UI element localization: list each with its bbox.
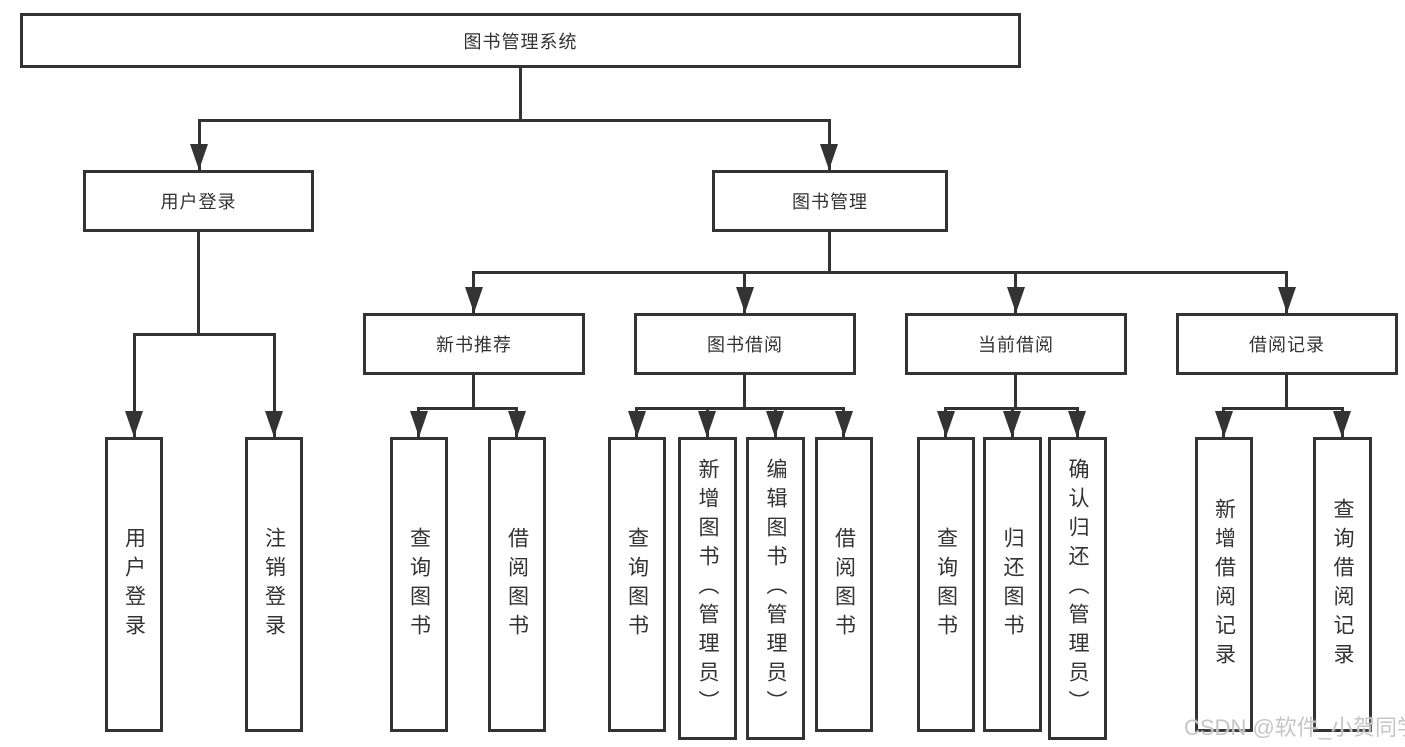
- node-borrow-records: 借阅记录: [1176, 313, 1398, 375]
- arrow-down-icon: [410, 411, 428, 437]
- node-new-book-recommend: 新书推荐: [363, 313, 585, 375]
- connector-shaft-leaf: [133, 333, 136, 437]
- arrow-down-icon: [1068, 411, 1086, 437]
- node-book-borrow: 图书借阅: [634, 313, 856, 375]
- node-library-system: 图书管理系统: [20, 13, 1021, 68]
- leaf-label: 查询图书: [407, 526, 431, 643]
- leaf-label: 新增图书（管理员）: [696, 458, 720, 719]
- leaf-borrow-edit-admin: 编辑图书（管理员）: [746, 437, 805, 740]
- arrow-down-icon: [736, 287, 754, 313]
- leaf-records-query: 查询借阅记录: [1313, 437, 1372, 732]
- connector-current-borrow-drop: [1014, 375, 1017, 409]
- connector-shaft-leaf: [273, 333, 276, 437]
- arrow-down-icon: [1215, 411, 1233, 437]
- arrow-down-icon: [698, 411, 716, 437]
- connector-root-drop: [519, 68, 522, 121]
- connector-splitter-book-borrow: [636, 407, 845, 410]
- leaf-label: 查询借阅记录: [1331, 497, 1355, 672]
- connector-splitter-borrow-records: [1223, 407, 1343, 410]
- arrow-down-icon: [835, 411, 853, 437]
- arrow-down-icon: [265, 411, 283, 437]
- arrow-down-icon: [125, 411, 143, 437]
- arrow-down-icon: [465, 287, 483, 313]
- leaf-current-confirm-admin: 确认归还（管理员）: [1048, 437, 1107, 740]
- node-book-management: 图书管理: [712, 170, 948, 232]
- leaf-borrow-query: 查询图书: [608, 437, 666, 732]
- leaf-user-login: 用户登录: [105, 437, 163, 732]
- csdn-watermark: CSDN @软件_小贺同学: [1184, 715, 1405, 740]
- arrow-down-icon: [1007, 287, 1025, 313]
- leaf-label: 借阅图书: [832, 526, 856, 643]
- leaf-label: 查询图书: [625, 526, 649, 643]
- arrow-down-icon: [937, 411, 955, 437]
- connector-splitter-level3: [473, 271, 1288, 274]
- leaf-current-query: 查询图书: [917, 437, 975, 732]
- leaf-borrow-add-admin: 新增图书（管理员）: [678, 437, 737, 740]
- leaf-label: 注销登录: [262, 526, 286, 643]
- leaf-label: 查询图书: [934, 526, 958, 643]
- connector-splitter-new-books: [418, 407, 518, 410]
- arrow-down-icon: [1003, 411, 1021, 437]
- leaf-label: 新增借阅记录: [1212, 497, 1236, 672]
- leaf-newbooks-query: 查询图书: [390, 437, 448, 732]
- leaf-borrow-borrow: 借阅图书: [815, 437, 873, 732]
- arrow-down-icon: [1333, 411, 1351, 437]
- leaf-label: 确认归还（管理员）: [1066, 458, 1090, 719]
- leaf-newbooks-borrow: 借阅图书: [488, 437, 546, 732]
- connector-book-mgmt-drop: [828, 232, 831, 273]
- connector-book-borrow-drop: [743, 375, 746, 409]
- leaf-label: 归还图书: [1001, 526, 1025, 643]
- connector-splitter-level2: [198, 119, 831, 122]
- connector-borrow-records-drop: [1285, 375, 1288, 409]
- leaf-current-return: 归还图书: [983, 437, 1042, 732]
- leaf-label: 用户登录: [122, 526, 146, 643]
- connector-new-books-drop: [472, 375, 475, 409]
- leaf-logout: 注销登录: [245, 437, 303, 732]
- arrow-down-icon: [628, 411, 646, 437]
- leaf-label: 编辑图书（管理员）: [764, 458, 788, 719]
- arrow-down-icon: [820, 144, 838, 170]
- connector-splitter-user-login: [133, 333, 276, 336]
- connector-user-login-drop: [197, 232, 200, 335]
- arrow-down-icon: [766, 411, 784, 437]
- arrow-down-icon: [508, 411, 526, 437]
- leaf-records-add: 新增借阅记录: [1195, 437, 1253, 732]
- leaf-label: 借阅图书: [505, 526, 529, 643]
- node-user-login: 用户登录: [83, 170, 314, 232]
- node-current-borrow: 当前借阅: [905, 313, 1127, 375]
- arrow-down-icon: [1278, 287, 1296, 313]
- arrow-down-icon: [190, 144, 208, 170]
